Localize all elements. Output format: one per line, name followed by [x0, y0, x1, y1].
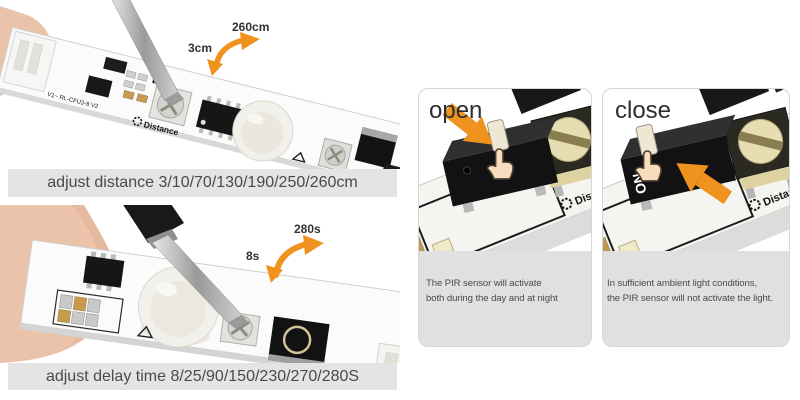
potentiometer: [530, 104, 591, 198]
silkscreen-triangle: [136, 325, 154, 339]
curved-arrow-icon: [266, 235, 324, 283]
open-card: Distance: [418, 88, 592, 347]
connector: [372, 342, 400, 363]
gear-icon: [560, 197, 573, 210]
close-card-photo: Distance ON: [603, 89, 789, 251]
pir-dome: [232, 100, 294, 162]
capacitor-cluster: [603, 236, 612, 251]
distance-photo-illustration: V1~ RL-CFU3-8 V2: [0, 0, 400, 169]
potentiometer: [722, 106, 789, 200]
close-description: In sufficient ambient light conditions, …: [603, 251, 789, 346]
potentiometer: [148, 83, 193, 127]
curved-arrow-icon: [207, 32, 260, 76]
close-title: close: [615, 97, 672, 124]
arrow-icon: [676, 163, 733, 204]
open-description-line2: both during the day and at night: [426, 292, 558, 304]
mosfet-chip: [354, 127, 398, 169]
gear-icon: [132, 116, 143, 127]
diode: [103, 56, 128, 74]
transistor: [85, 75, 113, 98]
ic-chip: [694, 89, 770, 116]
ic-chip: [195, 95, 242, 141]
open-description-line1: The PIR sensor will activate: [426, 278, 542, 289]
delay-caption: adjust delay time 8/25/90/150/230/270/28…: [8, 363, 397, 390]
distance-photo: V1~ RL-CFU3-8 V2: [0, 0, 400, 169]
close-description-line2: the PIR sensor will not activate the lig…: [607, 292, 773, 304]
close-description-line1: In sufficient ambient light conditions,: [607, 278, 758, 289]
silkscreen-triangle: [291, 151, 306, 164]
ic-chip: [505, 89, 581, 115]
second-potentiometer: [317, 137, 353, 169]
pcb-strip: [19, 239, 400, 363]
connector: [2, 30, 57, 93]
delay-max-label: 280s: [294, 222, 321, 236]
screwdriver-icon: [123, 205, 248, 329]
open-card-photo: Distance: [419, 89, 591, 251]
close-card: Distance ON: [602, 88, 790, 347]
open-description: The PIR sensor will activate both during…: [419, 251, 591, 346]
pcb-strip: V1~ RL-CFU3-8 V2: [0, 26, 400, 169]
hand-pointer-icon: [634, 150, 662, 182]
delay-min-label: 8s: [246, 249, 260, 263]
hand-pointer-icon: [486, 148, 514, 180]
gear-icon: [748, 198, 761, 211]
capacitor-cluster: [52, 289, 124, 334]
smd-component: [431, 237, 455, 251]
distance-max-label: 260cm: [232, 20, 270, 34]
distance-caption: adjust distance 3/10/70/130/190/250/260c…: [8, 169, 397, 197]
delay-photo-illustration: [0, 205, 400, 363]
ic-chip: [82, 251, 125, 292]
close-switch-illustration: Distance ON: [603, 89, 789, 251]
open-switch-illustration: Distance: [419, 89, 591, 251]
capacitor-cluster: [419, 235, 425, 251]
open-title: open: [429, 97, 483, 124]
smd-component: [617, 239, 641, 251]
distance-min-label: 3cm: [188, 41, 213, 55]
arrow-icon: [442, 103, 493, 145]
power-chip: [268, 316, 330, 363]
screwdriver-icon: [111, 0, 184, 106]
delay-photo: [0, 205, 400, 363]
